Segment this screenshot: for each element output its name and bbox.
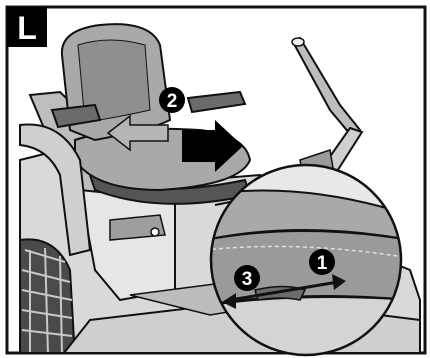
callout-2-label: 2 [167, 91, 178, 112]
right-armrest [186, 90, 247, 114]
tire [19, 238, 76, 352]
callout-2-badge [159, 87, 185, 113]
arrow-right-icon [182, 120, 243, 172]
callout-3-label: 3 [242, 269, 253, 290]
bolt [150, 227, 160, 237]
panel-letter: L [17, 10, 37, 46]
callout-1-badge [309, 249, 335, 275]
panel-letter-tab [7, 7, 47, 47]
lever-double-arrow-icon [222, 274, 346, 309]
left-armrest [50, 103, 102, 129]
callout-3-badge [234, 265, 260, 291]
callout-1-label: 1 [317, 253, 328, 274]
side-frame [19, 123, 92, 257]
arrow-left-icon [106, 114, 169, 152]
